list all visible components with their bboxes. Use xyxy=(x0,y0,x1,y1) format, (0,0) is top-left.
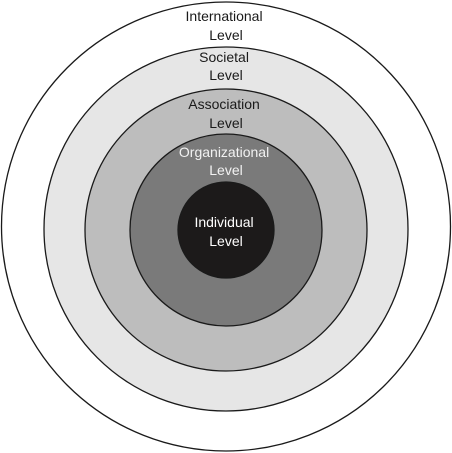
individual-level-core xyxy=(177,181,275,279)
international-level-label: International Level xyxy=(186,8,267,43)
organizational-level-label: Organizational Level xyxy=(179,144,273,178)
individual-level-label: Individual Level xyxy=(194,214,257,249)
societal-level-label: Societal Level xyxy=(199,49,253,83)
association-level-label: Association Level xyxy=(188,96,263,131)
